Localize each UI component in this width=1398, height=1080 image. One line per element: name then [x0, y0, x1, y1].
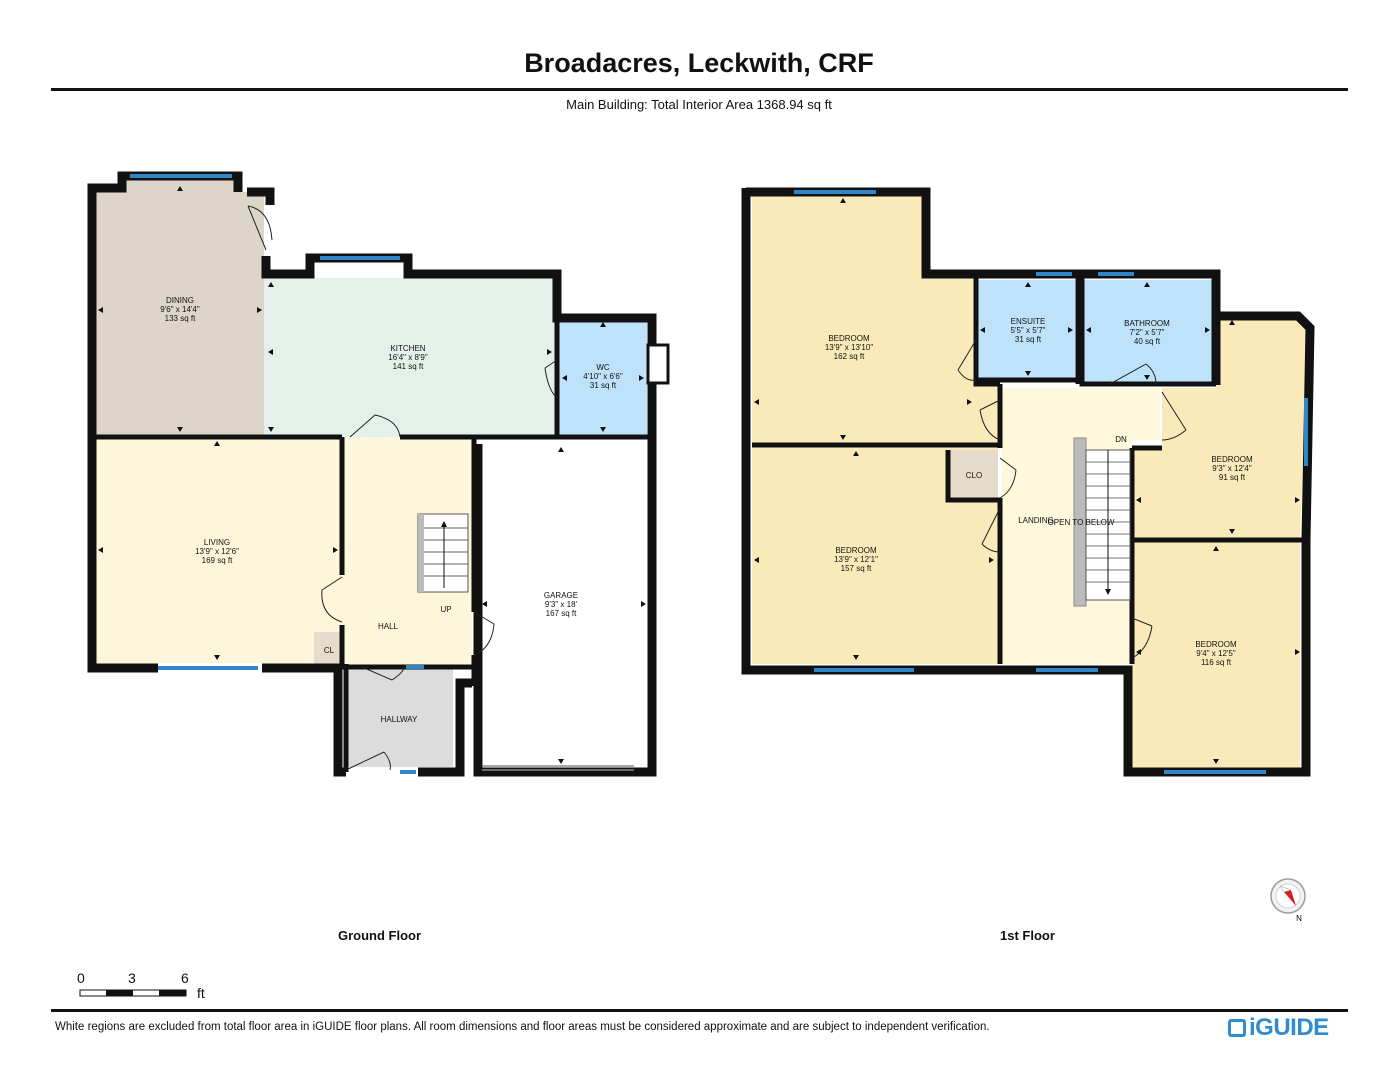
- kitchen-dims: 16'4" x 8'9": [388, 353, 428, 362]
- north-west-wall: [247, 187, 275, 205]
- clo-fill: [950, 450, 998, 498]
- ensuite-area: 31 sq ft: [1015, 335, 1042, 344]
- bedroom2-label: BEDROOM: [835, 546, 877, 555]
- open-below-label: OPEN TO BELOW: [1048, 518, 1115, 527]
- dining-area: 133 sq ft: [165, 314, 196, 323]
- garage-area: 167 sq ft: [546, 609, 577, 618]
- header-rule: [51, 88, 1348, 91]
- iguide-logo: iGUIDE: [1228, 1014, 1329, 1042]
- bedroom1-area: 162 sq ft: [834, 352, 865, 361]
- living-door-swing: [321, 576, 343, 623]
- bedroom2-area: 157 sq ft: [841, 564, 872, 573]
- living-label: LIVING: [204, 538, 230, 547]
- hallway-label: HALLWAY: [381, 715, 418, 724]
- hallway-door-swing: [345, 751, 391, 771]
- bedroom4-door-swing: [1131, 617, 1153, 659]
- first-floor-plan: BEDROOM 13'9" x 13'10" 162 sq ft ENSUITE…: [741, 187, 1315, 777]
- compass-icon: N: [1270, 878, 1306, 923]
- dining-door-swing: [247, 205, 273, 251]
- ground-floor-label: Ground Floor: [338, 928, 422, 943]
- scale-tick-6: 6: [181, 970, 189, 986]
- hall-up-label: UP: [440, 605, 451, 614]
- bedroom4-area: 116 sq ft: [1201, 658, 1232, 667]
- ensuite-door-swing: [979, 399, 1001, 441]
- kitchen-label: KITCHEN: [390, 344, 425, 353]
- ensuite-fill: [978, 280, 1075, 380]
- garage-dims: 9'3" x 18': [545, 600, 578, 609]
- clo-label: CLO: [966, 471, 982, 480]
- bedroom1-fill: [752, 196, 998, 443]
- bathroom-label: BATHROOM: [1124, 319, 1170, 328]
- ensuite-label: ENSUITE: [1011, 317, 1046, 326]
- bathroom-dims: 7'2" x 5'7": [1130, 328, 1165, 337]
- bedroom1-label: BEDROOM: [828, 334, 870, 343]
- bedroom4-fill: [1132, 542, 1300, 768]
- compass-north-label: N: [1296, 914, 1302, 923]
- bedroom4-dims: 9'4" x 12'5": [1196, 649, 1236, 658]
- plan-title: Broadacres, Leckwith, CRF: [524, 48, 874, 78]
- scale-unit: ft: [197, 985, 205, 1001]
- plan-subtitle: Main Building: Total Interior Area 1368.…: [566, 97, 832, 112]
- garage-room-fill: [478, 443, 648, 769]
- footer-disclaimer: White regions are excluded from total fl…: [55, 1021, 990, 1033]
- bedroom4-label: BEDROOM: [1195, 640, 1237, 649]
- hallway-room-fill: [346, 667, 453, 767]
- scale-bar: [79, 989, 187, 997]
- wc-door-swing: [544, 359, 558, 399]
- hall-label: HALL: [378, 622, 399, 631]
- dn-label: DN: [1115, 435, 1127, 444]
- dining-room-fill: [96, 180, 264, 437]
- bedroom3-area: 91 sq ft: [1219, 473, 1246, 482]
- wc-bay: [646, 343, 670, 385]
- bathroom-door-swing: [1109, 363, 1157, 385]
- cl-room-fill: [314, 632, 342, 664]
- hall-door-swing: [349, 414, 401, 438]
- living-area: 169 sq ft: [202, 556, 233, 565]
- living-room-fill: [96, 437, 342, 663]
- wc-label: WC: [596, 363, 610, 372]
- bedroom1-dims: 13'9" x 13'10": [825, 343, 873, 352]
- first-floor-label: 1st Floor: [1000, 928, 1055, 943]
- scale-tick-0: 0: [77, 970, 85, 986]
- kitchen-area: 141 sq ft: [393, 362, 424, 371]
- ground-stairs: [417, 513, 469, 593]
- kitchen-room-fill: [264, 278, 555, 437]
- first-floor-outer-wall: [741, 188, 1311, 777]
- bedroom3-label: BEDROOM: [1211, 455, 1253, 464]
- ground-floor-plan: DINING 9'6" x 14'4" 133 sq ft KITCHEN 16…: [87, 171, 670, 777]
- bedroom1-door-swing: [957, 339, 977, 381]
- wc-dims: 4'10" x 6'6": [583, 372, 623, 381]
- bedroom2-dims: 13'9" x 12'1": [834, 555, 878, 564]
- living-dims: 13'9" x 12'6": [195, 547, 239, 556]
- cl-label: CL: [324, 646, 335, 655]
- bedroom3-fill: [1132, 316, 1308, 538]
- dining-dims: 9'6" x 14'4": [160, 305, 200, 314]
- garage-door-swing: [473, 611, 495, 656]
- hallway-inner-door-swing: [361, 666, 405, 681]
- ensuite-dims: 5'5" x 5'7": [1011, 326, 1046, 335]
- iguide-logo-icon: [1228, 1019, 1246, 1037]
- bedroom3-dims: 9'3" x 12'4": [1212, 464, 1252, 473]
- first-floor-inner-walls: [973, 276, 1000, 387]
- garage-label: GARAGE: [544, 591, 578, 600]
- bathroom-area: 40 sq ft: [1134, 337, 1161, 346]
- bedroom2-door-swing: [981, 507, 1001, 553]
- dining-outer-wall: [261, 253, 657, 344]
- clo-door-swing: [999, 457, 1017, 499]
- wc-area: 31 sq ft: [590, 381, 617, 390]
- footer-rule: [51, 1009, 1348, 1012]
- first-floor-stairs: [1073, 437, 1131, 607]
- wc-room-fill: [559, 318, 647, 435]
- bedroom3-door-swing: [1161, 391, 1187, 441]
- dining-label: DINING: [166, 296, 194, 305]
- iguide-logo-text: iGUIDE: [1249, 1014, 1329, 1041]
- landing-label: LANDING: [1018, 516, 1054, 525]
- scale-tick-3: 3: [128, 970, 136, 986]
